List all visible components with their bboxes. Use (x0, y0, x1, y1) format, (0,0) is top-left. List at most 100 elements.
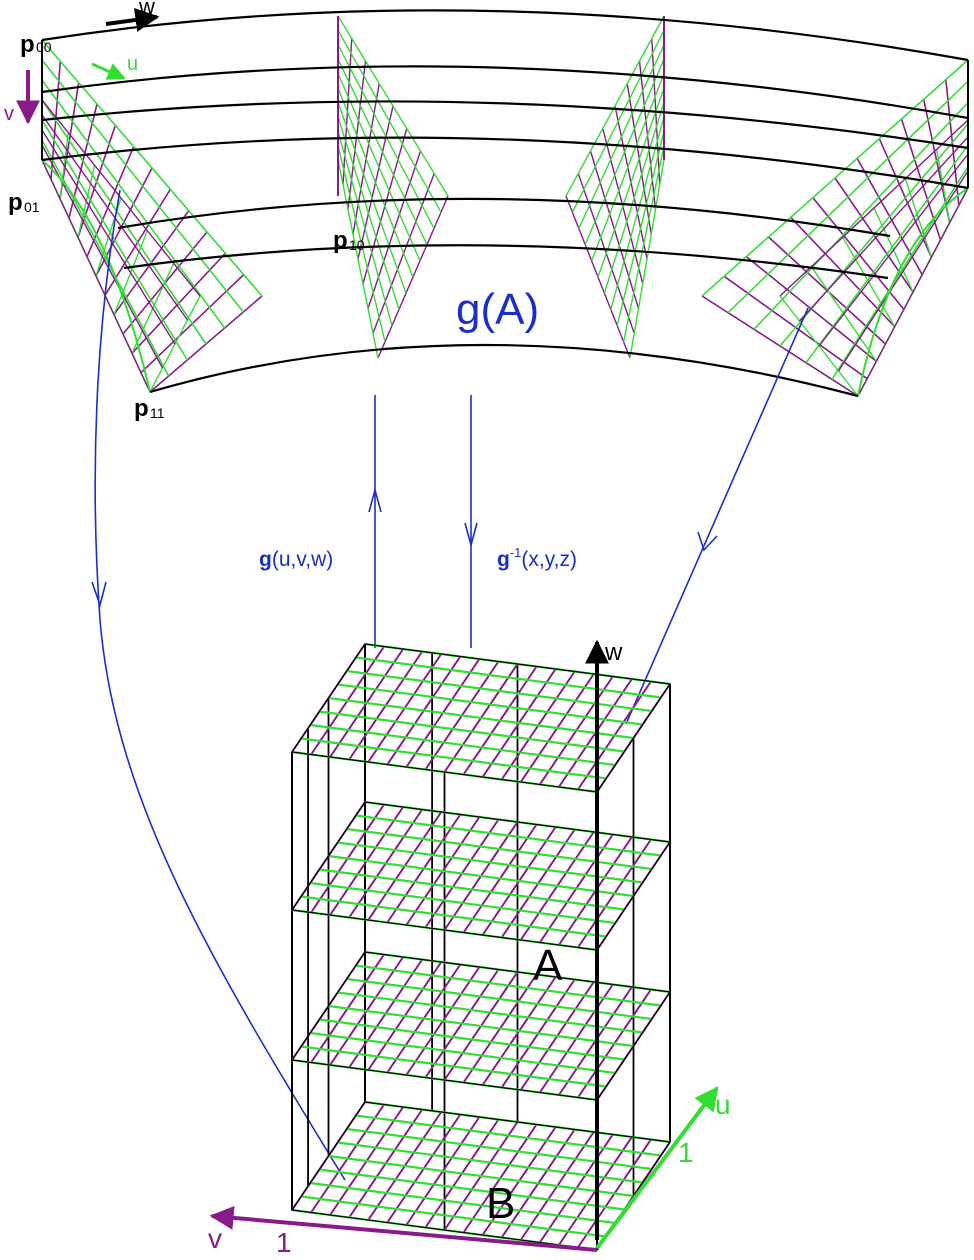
mid2-grid-line (603, 102, 665, 294)
layer-green-line (337, 841, 643, 884)
layer-green-line (328, 854, 634, 898)
inverse-map-args: (x,y,z) (521, 548, 577, 571)
bottom-axis-w: w (585, 639, 623, 1240)
corner-p10-sub: 10 (349, 237, 365, 253)
mid1-grid-line (337, 30, 442, 213)
bottom-tick-v: 1 (276, 1227, 292, 1258)
layer-green-line (346, 827, 652, 871)
layer-green-line (346, 669, 652, 713)
region-A-label: A (533, 941, 563, 990)
right-grid-edge (857, 187, 969, 397)
layer-green-line (328, 1004, 634, 1048)
mid2-grid-line (565, 15, 665, 197)
box-layer-grids (290, 642, 672, 1252)
left-grid-line (41, 119, 189, 361)
bottom-axis-u: u 1 (595, 1086, 731, 1250)
mid1-grid-line (337, 102, 407, 294)
layer-green-line (337, 683, 643, 726)
mid2-grid-line (622, 145, 665, 342)
layer-green-line (346, 1127, 652, 1171)
middle-panel-right-grid (565, 15, 665, 359)
layer-green-line (300, 737, 607, 780)
top-axis-u-label: u (127, 53, 138, 75)
mid2-grid-line (616, 131, 665, 326)
layer-green-line (310, 1181, 616, 1225)
layer-border (290, 801, 672, 951)
curved-solid-gA (41, 9, 969, 398)
region-B-label: B (486, 1179, 515, 1228)
right-grid-b-line (857, 187, 969, 397)
layer-green-line (310, 723, 616, 767)
layer-arc (41, 65, 969, 120)
bottom-axis-w-label: w (604, 639, 623, 666)
inverse-map-arrow (464, 395, 478, 648)
top-axis-w: w (105, 0, 160, 32)
right-grid-b-line (779, 119, 969, 297)
mid1-grid-line (337, 116, 400, 310)
inverse-map-g: g (497, 548, 510, 571)
mid2-grid-line (629, 159, 665, 359)
correspondence-arrow-right (625, 307, 809, 725)
left-grid-b-line (41, 129, 176, 345)
corner-p11-sub: 11 (150, 405, 165, 421)
layer-green-line (319, 1168, 625, 1211)
corner-p11-base: p (134, 395, 149, 422)
left-grid-line (41, 99, 207, 345)
curved-layer-lines (41, 9, 969, 398)
bottom-tick-u: 1 (678, 1137, 694, 1168)
top-axis-u: u (91, 53, 138, 80)
corner-p00-base: p (20, 31, 35, 58)
layer-green-line (310, 881, 616, 925)
mid1-grid-line (337, 73, 421, 262)
layer-arc (41, 9, 969, 62)
right-panel-grid (701, 59, 969, 397)
mid2-grid-line (597, 87, 665, 278)
layer-green-line (300, 1195, 607, 1238)
mid1-grid-line (337, 58, 428, 245)
corner-p10: p 10 (333, 227, 365, 254)
layer-green-line (337, 991, 643, 1034)
forward-map-args: (u,v,w) (272, 548, 333, 571)
corner-p10-base: p (333, 227, 348, 254)
left-grid-line (41, 79, 226, 329)
left-grid-line (41, 59, 244, 313)
corner-p00-sub: 00 (36, 39, 52, 55)
corner-p00: p 00 (20, 31, 52, 58)
layer-green-line (319, 1018, 625, 1061)
mid1-grid-line (337, 145, 386, 342)
top-axis-v-label: v (4, 103, 14, 125)
layer-green-line (328, 696, 634, 740)
left-grid-b-line (41, 99, 201, 297)
layer-green-line (355, 814, 662, 857)
layer-green-line (319, 868, 625, 911)
right-grid-line (701, 59, 969, 297)
layer-green-line (310, 1031, 616, 1075)
corner-p01-base: p (8, 189, 23, 216)
top-axis-v: v (4, 70, 40, 125)
layer-green-line (355, 964, 662, 1007)
mid1-grid-line (337, 15, 449, 197)
layer-green-line (300, 895, 607, 938)
layer-green-line (355, 1114, 662, 1157)
left-grid-edge (41, 159, 151, 393)
layer-arc (123, 244, 889, 280)
layer-arc (41, 100, 969, 150)
svg-text:g(u,v,w): g(u,v,w) (259, 548, 333, 571)
right-grid-line (727, 80, 969, 314)
forward-map-g: g (259, 548, 272, 571)
right-grid-line (805, 144, 969, 364)
region-gA-label: g(A) (456, 285, 539, 334)
right-grid-b-line (798, 136, 969, 322)
layer-border (290, 951, 672, 1101)
layer-green-line (346, 977, 652, 1021)
bottom-axis-u-label: u (715, 1089, 731, 1120)
right-grid-line (753, 102, 969, 330)
layer-green-line (319, 710, 625, 753)
correspondence-arrow-left (94, 189, 346, 1181)
corner-p01-sub: 01 (24, 199, 40, 215)
inverse-map-label: g-1(x,y,z) (497, 545, 577, 571)
bottom-axis-v: v 1 (208, 1205, 598, 1258)
layer-border (290, 1101, 672, 1251)
layer-green-line (328, 1154, 634, 1198)
svg-text:g-1(x,y,z): g-1(x,y,z) (497, 545, 577, 571)
